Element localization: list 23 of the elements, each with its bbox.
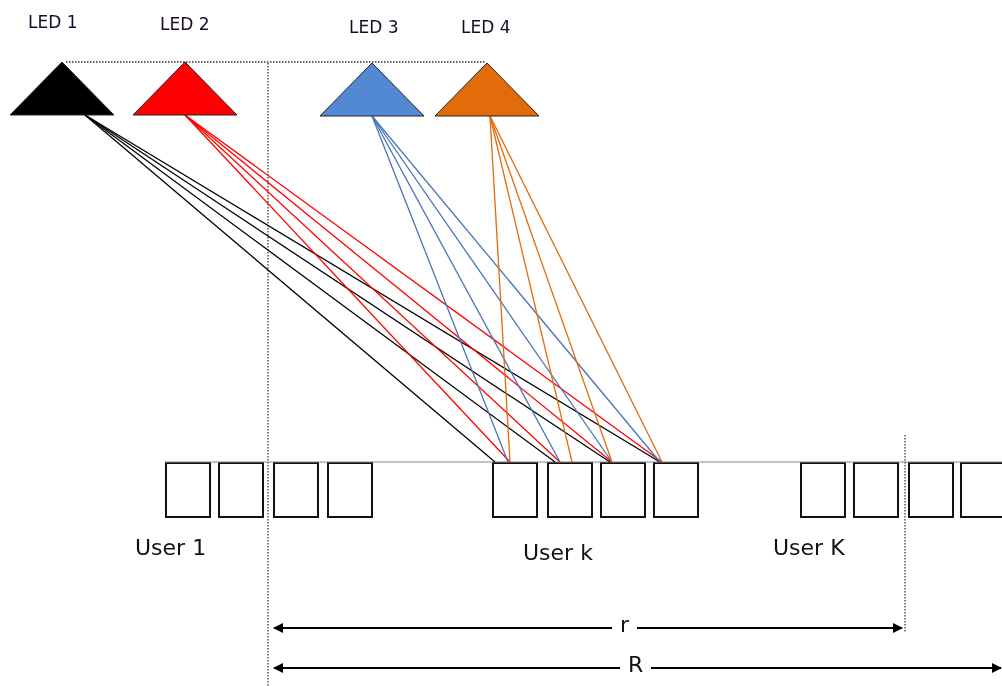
signal-line bbox=[489, 115, 511, 463]
resource-block bbox=[653, 462, 699, 518]
resource-block bbox=[218, 462, 264, 518]
led-label: LED 3 bbox=[349, 17, 399, 37]
signal-line bbox=[489, 115, 663, 463]
signal-line bbox=[371, 115, 509, 463]
resource-block bbox=[600, 462, 646, 518]
resource-block bbox=[327, 462, 373, 518]
group-label: User 1 bbox=[135, 535, 207, 560]
group-label: User K bbox=[773, 535, 845, 560]
group-label: User k bbox=[523, 540, 593, 565]
resource-block bbox=[165, 462, 211, 518]
resource-block bbox=[492, 462, 538, 518]
resource-block bbox=[273, 462, 319, 518]
signal-line bbox=[371, 115, 661, 463]
led-label: LED 2 bbox=[160, 14, 210, 34]
resource-block bbox=[800, 462, 846, 518]
resource-block bbox=[853, 462, 899, 518]
resource-block bbox=[547, 462, 593, 518]
resource-block bbox=[908, 462, 954, 518]
led-label: LED 1 bbox=[28, 12, 78, 32]
led-label: LED 4 bbox=[461, 17, 511, 37]
resource-block bbox=[960, 462, 1002, 518]
